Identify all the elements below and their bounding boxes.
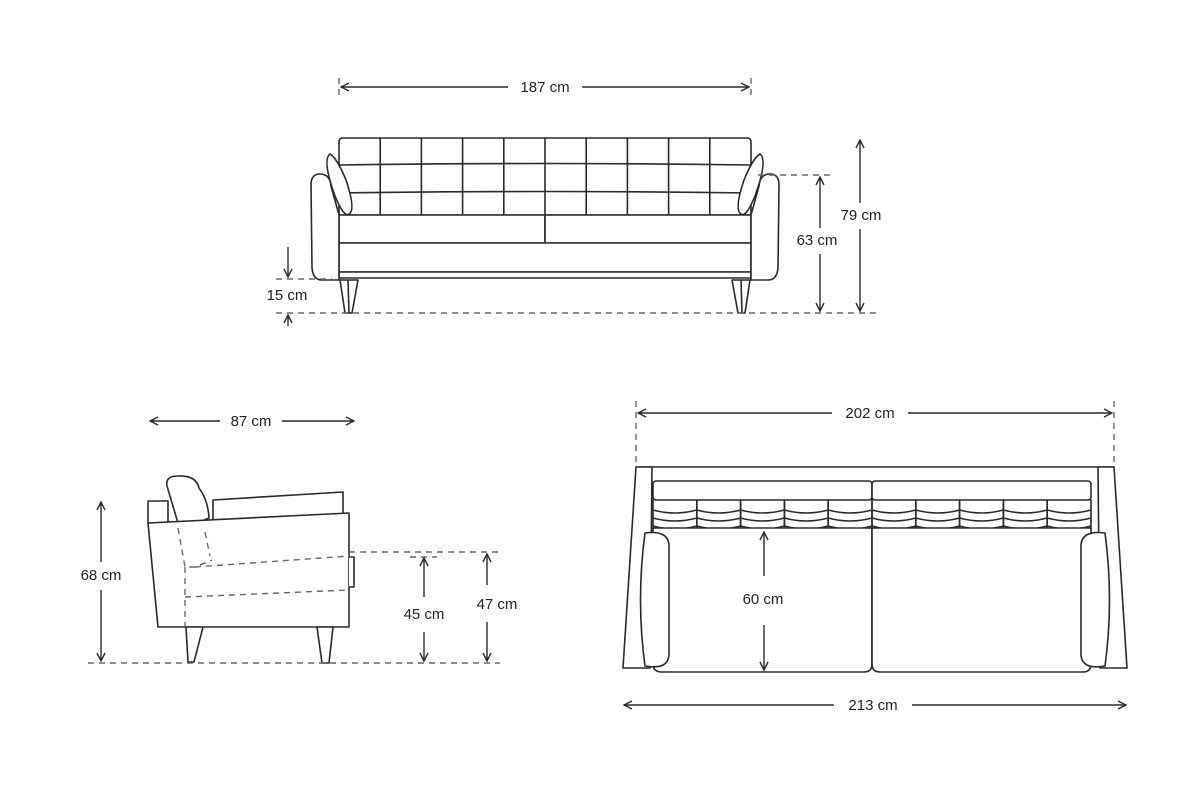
right-pillow [737, 153, 764, 216]
seat-height-label: 45 cm [404, 606, 445, 623]
back-pillow [165, 475, 210, 524]
height-label: 68 cm [81, 567, 122, 584]
top-view: 202 cm 60 cm 213 cm [622, 401, 1128, 714]
inner-width-dimension: 202 cm [635, 401, 1115, 467]
width-dimension: 187 cm [338, 78, 752, 96]
back-tuft [1046, 499, 1092, 530]
sofa-front [310, 137, 780, 314]
seat-height-front-label: 47 cm [477, 596, 518, 613]
leg-height-dimension: 15 cm [267, 247, 332, 326]
seat-depth-label: 60 cm [743, 591, 784, 608]
back-tuft [696, 499, 742, 530]
leg-height-label: 15 cm [267, 287, 308, 304]
arm-height-dimension: 63 cm [758, 174, 838, 311]
right-leg [731, 279, 751, 314]
back-tuft [915, 499, 961, 530]
inner-width-label: 202 cm [845, 405, 894, 422]
front-view: 187 cm 79 cm 63 cm [267, 78, 882, 326]
front-leg [316, 626, 334, 664]
back-leg [185, 626, 204, 663]
sofa-side [147, 475, 500, 664]
seat-height-front-dimension: 47 cm [477, 554, 518, 661]
height-dimension: 68 cm [81, 502, 122, 661]
left-pillow [639, 531, 670, 668]
left-pillow [326, 153, 353, 216]
total-height-label: 79 cm [841, 207, 882, 224]
sofa-top [622, 466, 1128, 673]
back-tuft [739, 499, 786, 530]
back-tuft [783, 499, 829, 530]
back-tuft [871, 499, 917, 530]
seat-depth-dimension: 60 cm [743, 532, 784, 670]
total-height-dimension: 79 cm [841, 140, 882, 311]
width-label: 187 cm [520, 79, 569, 96]
back-tuft [1002, 499, 1048, 530]
right-pillow [1080, 531, 1111, 668]
total-width-dimension: 213 cm [624, 697, 1126, 714]
side-view: 87 cm 68 cm 45 cm 47 cm [81, 413, 518, 664]
total-width-label: 213 cm [848, 697, 897, 714]
depth-dimension: 87 cm [150, 413, 354, 430]
left-leg [339, 279, 359, 314]
depth-label: 87 cm [231, 413, 272, 430]
back-tuft [652, 499, 698, 530]
arm-height-label: 63 cm [797, 232, 838, 249]
back-tuft [958, 499, 1005, 530]
back-tuft [827, 499, 873, 530]
seat-height-dimension: 45 cm [404, 556, 445, 661]
